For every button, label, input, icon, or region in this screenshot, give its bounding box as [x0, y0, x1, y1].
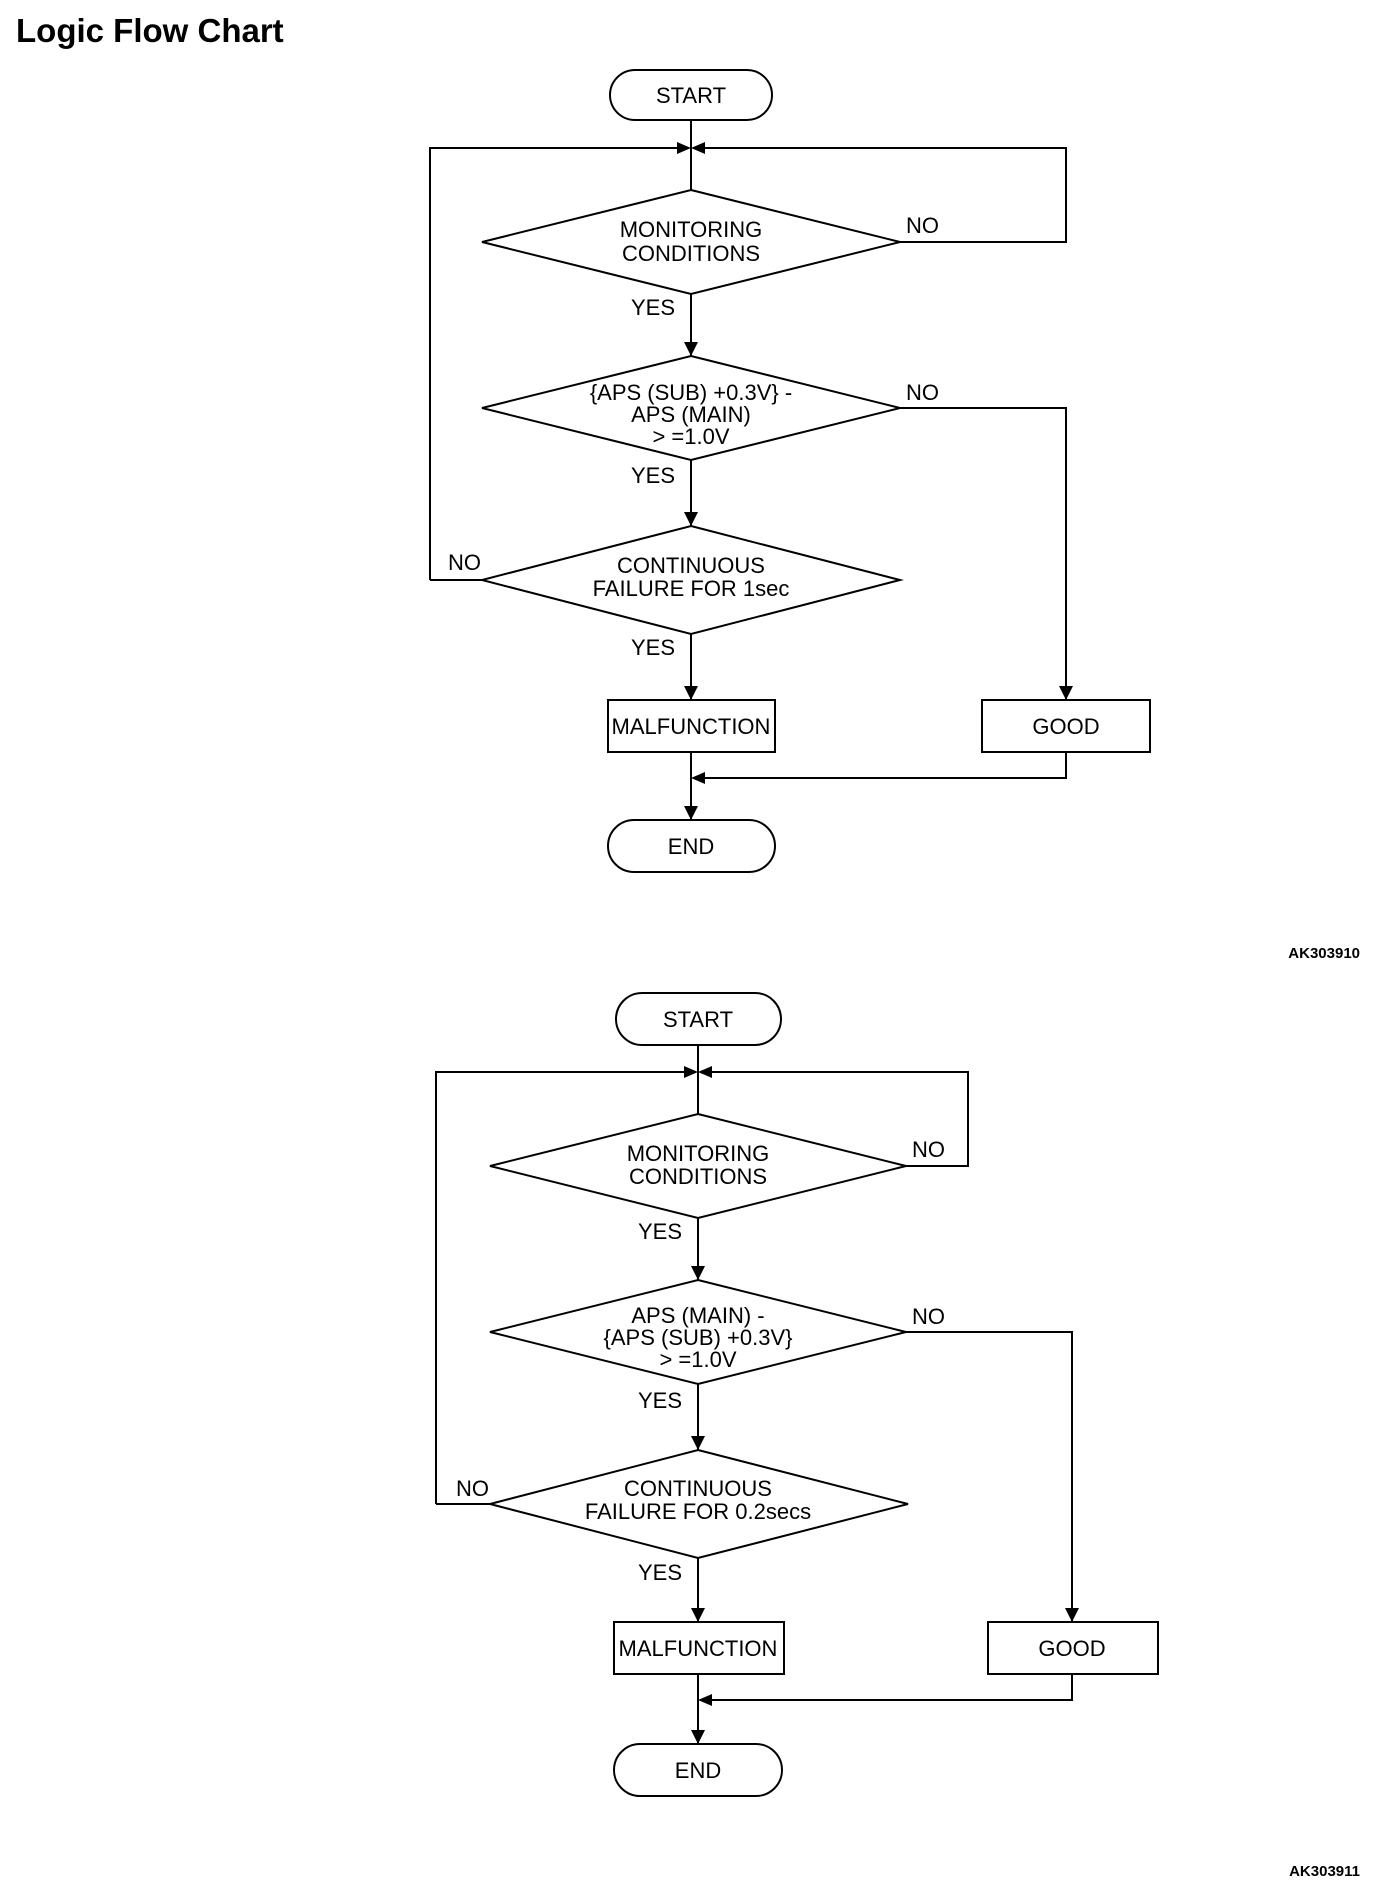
end-terminal: [607, 819, 776, 873]
end-label: END: [668, 834, 714, 859]
good-label: GOOD: [1038, 1636, 1105, 1661]
decision-label: CONDITIONS: [622, 241, 760, 266]
no-label: NO: [906, 213, 939, 238]
decision-label: MONITORING: [620, 217, 763, 242]
arrow-head: [691, 1730, 705, 1744]
decision-label: CONTINUOUS: [624, 1476, 772, 1501]
decision-label: > =1.0V: [659, 1347, 736, 1372]
page-title: Logic Flow Chart: [16, 12, 284, 49]
arrow-head: [691, 772, 705, 784]
arrow-head: [684, 1066, 698, 1078]
flowchart-1: START MONITORING CONDITIONS NO YES {APS …: [429, 69, 1360, 962]
no-label: NO: [456, 1476, 489, 1501]
decision-label: FAILURE FOR 1sec: [593, 576, 790, 601]
malfunction-label: MALFUNCTION: [619, 1636, 778, 1661]
end-terminal: [613, 1743, 783, 1797]
yes-label: YES: [631, 295, 675, 320]
arrow-head: [691, 1436, 705, 1450]
yes-label: YES: [638, 1219, 682, 1244]
end-label: END: [675, 1758, 721, 1783]
arrow-head: [691, 142, 705, 154]
good-label: GOOD: [1032, 714, 1099, 739]
arrow-head: [698, 1694, 712, 1706]
decision-label: {APS (SUB) +0.3V} -: [590, 380, 792, 405]
start-label: START: [663, 1007, 733, 1032]
start-label: START: [656, 83, 726, 108]
no-label: NO: [912, 1304, 945, 1329]
no-label: NO: [448, 550, 481, 575]
decision-label: MONITORING: [627, 1141, 770, 1166]
figure-id: AK303910: [1288, 945, 1360, 962]
decision-label: APS (MAIN) -: [631, 1303, 764, 1328]
arrow-head: [691, 1608, 705, 1622]
yes-label: YES: [631, 635, 675, 660]
arrow-head: [684, 806, 698, 820]
decision-label: > =1.0V: [652, 424, 729, 449]
arrow-head: [1059, 686, 1073, 700]
malfunction-label: MALFUNCTION: [612, 714, 771, 739]
arrow-head: [1065, 1608, 1079, 1622]
arrow-head: [691, 1266, 705, 1280]
arrow-head: [684, 342, 698, 356]
figure-id: AK303911: [1289, 1863, 1360, 1880]
malfunction-box: [607, 699, 776, 753]
flowchart-2: START MONITORING CONDITIONS NO YES APS (…: [435, 992, 1360, 1880]
arrow-head: [684, 512, 698, 526]
yes-label: YES: [638, 1560, 682, 1585]
yes-label: YES: [638, 1388, 682, 1413]
yes-label: YES: [631, 463, 675, 488]
arrow-head: [684, 686, 698, 700]
decision-label: FAILURE FOR 0.2secs: [585, 1499, 811, 1524]
decision-label: APS (MAIN): [631, 402, 751, 427]
malfunction-box: [613, 1621, 785, 1675]
arrow-head: [698, 1066, 712, 1078]
no-label: NO: [906, 380, 939, 405]
no-label: NO: [912, 1137, 945, 1162]
good-box: [987, 1621, 1159, 1675]
decision-label: {APS (SUB) +0.3V}: [604, 1325, 793, 1350]
decision-label: CONDITIONS: [629, 1164, 767, 1189]
decision-label: CONTINUOUS: [617, 553, 765, 578]
arrow-head: [677, 142, 691, 154]
